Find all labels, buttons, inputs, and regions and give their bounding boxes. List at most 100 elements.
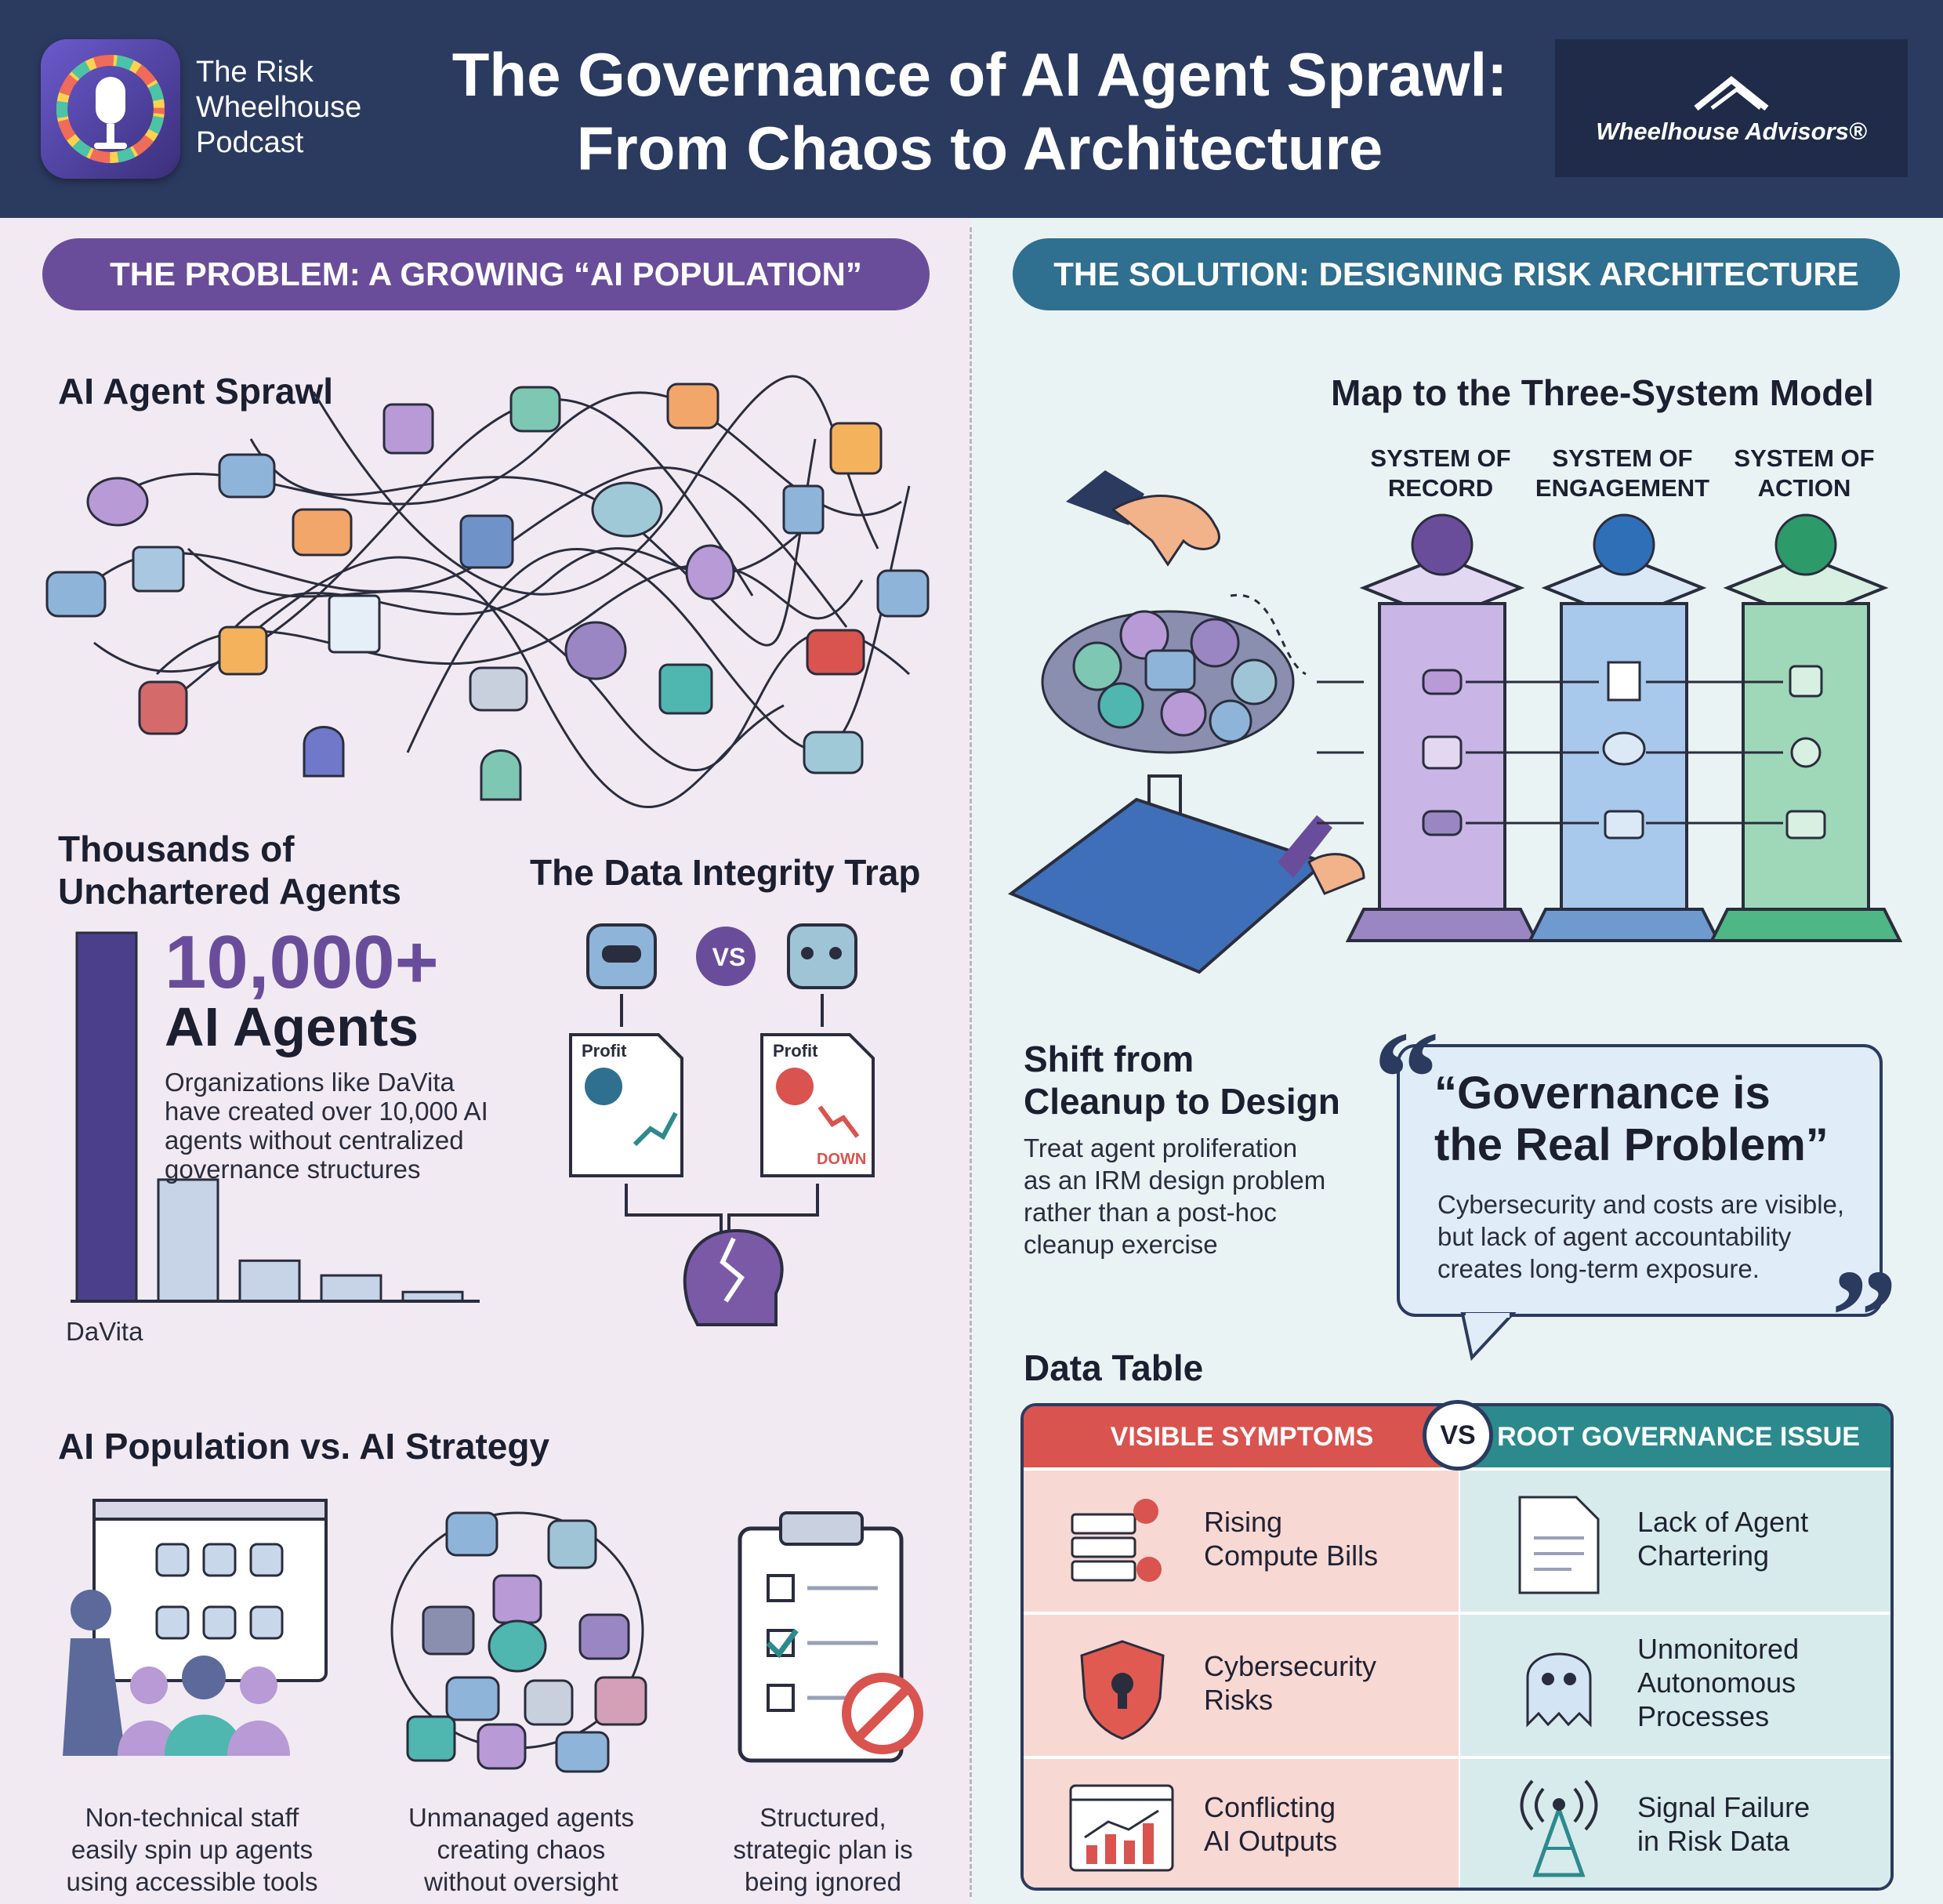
advisor-logo[interactable]: Wheelhouse Advisors®: [1555, 39, 1908, 177]
table-row: Rising Compute Bills: [1024, 1471, 1459, 1612]
symptom-text: Conflicting AI Outputs: [1204, 1790, 1337, 1858]
shield-lock-icon: [1080, 1640, 1165, 1740]
population-illustrations: [63, 1499, 923, 1773]
table-row: Conflicting AI Outputs: [1024, 1759, 1459, 1888]
table-title: Data Table: [1024, 1347, 1204, 1388]
profit-label: Profit: [582, 1041, 627, 1061]
robot-icon: [787, 923, 857, 989]
podcast-name: The Risk Wheelhouse Podcast: [196, 55, 361, 161]
cell-line: AI Outputs: [1204, 1825, 1338, 1857]
cell-line: Unmonitored: [1637, 1633, 1800, 1665]
solution-pill: THE SOLUTION: DESIGNING RISK ARCHITECTUR…: [1013, 238, 1900, 310]
chart-bar: [238, 1259, 301, 1303]
agent-chaos-icon: [390, 1511, 647, 1773]
desc-line: Organizations like DaVita: [165, 1068, 455, 1097]
system-label-line: RECORD: [1387, 474, 1494, 502]
caption-line: without oversight: [424, 1867, 618, 1896]
thousands-title-line: Thousands of: [58, 829, 295, 869]
system-label-line: SYSTEM OF: [1370, 444, 1511, 472]
pillar-record: [1345, 513, 1539, 942]
gear-icon: [1790, 737, 1822, 768]
chart-window-icon: [1069, 1784, 1174, 1872]
quote-close-icon: ”: [1831, 1242, 1898, 1390]
clipboard-checklist-icon: [738, 1511, 923, 1763]
page-title: The Governance of AI Agent Sprawl: From …: [376, 38, 1583, 185]
thousands-title: Thousands of Unchartered Agents: [58, 828, 401, 912]
integrity-title: The Data Integrity Trap: [530, 852, 921, 893]
system-record-label: SYSTEM OF RECORD: [1347, 444, 1535, 503]
quote-bubble: [1397, 1044, 1883, 1317]
running-person-icon: [1774, 513, 1837, 576]
bubble-tail: [1460, 1312, 1517, 1362]
shift-title-line: Cleanup to Design: [1024, 1081, 1340, 1122]
symptom-text: Rising Compute Bills: [1204, 1505, 1378, 1572]
chart-bar: [157, 1178, 219, 1303]
cell-line: in Risk Data: [1637, 1825, 1790, 1857]
system-label-line: ACTION: [1757, 474, 1851, 502]
desc-line: have created over 10,000 AI: [165, 1097, 488, 1126]
caption-non-technical: Non-technical staff easily spin up agent…: [55, 1801, 329, 1898]
broken-head-icon: [683, 1228, 784, 1326]
desc-line: agents without centralized: [165, 1126, 464, 1155]
caption-line: Unmanaged agents: [408, 1803, 635, 1832]
table-row: Cybersecurity Risks: [1024, 1615, 1459, 1756]
agent-count-label: AI Agents: [165, 996, 419, 1057]
system-engagement-label: SYSTEM OF ENGAGEMENT: [1528, 444, 1716, 503]
shift-description: Treat agent proliferation as an IRM desi…: [1024, 1132, 1325, 1260]
agents-bar-chart: [71, 931, 480, 1303]
profit-label: Profit: [773, 1041, 818, 1061]
document-icon: [1518, 1496, 1600, 1594]
thousands-title-line: Unchartered Agents: [58, 871, 401, 912]
caption-structured: Structured, strategic plan is being igno…: [698, 1801, 948, 1898]
table-row: Lack of Agent Chartering: [1460, 1471, 1890, 1612]
cell-line: Cybersecurity: [1204, 1650, 1377, 1682]
signal-tower-icon: [1520, 1779, 1598, 1877]
system-action-label: SYSTEM OF ACTION: [1710, 444, 1898, 503]
caption-line: Non-technical staff: [85, 1803, 299, 1832]
quote-title: “Governance is the Real Problem”: [1434, 1068, 1829, 1171]
root-issue-text: Signal Failure in Risk Data: [1637, 1790, 1810, 1858]
table-header-symptoms: VISIBLE SYMPTOMS: [1024, 1406, 1460, 1467]
down-label: DOWN: [817, 1151, 867, 1168]
shift-line: as an IRM design problem: [1024, 1166, 1326, 1195]
title-line: From Chaos to Architecture: [576, 114, 1383, 183]
quote-open-icon: “: [1373, 1004, 1440, 1151]
system-label-line: SYSTEM OF: [1552, 444, 1693, 472]
agent-pile-and-hand: [1041, 470, 1295, 754]
cell-line: Risks: [1204, 1684, 1273, 1716]
map-title: Map to the Three-System Model: [1331, 372, 1874, 413]
cell-line: Rising: [1204, 1506, 1283, 1538]
data-integrity-illustration: [569, 923, 875, 1326]
agent-sprawl-illustration: [45, 375, 930, 809]
pillar-action: [1709, 513, 1903, 942]
robot-icons: [45, 383, 930, 801]
chat-icon: [1593, 513, 1655, 576]
three-system-illustration: [1008, 470, 1903, 974]
quote-text: Cybersecurity and costs are visible, but…: [1437, 1190, 1845, 1283]
cell-line: Autonomous: [1637, 1666, 1796, 1699]
shift-line: cleanup exercise: [1024, 1230, 1218, 1259]
root-issue-text: Lack of Agent Chartering: [1637, 1505, 1808, 1572]
table-row: Unmonitored Autonomous Processes: [1460, 1615, 1890, 1756]
cell-line: Chartering: [1637, 1540, 1770, 1572]
podcast-name-line: Podcast: [196, 126, 304, 159]
system-label-line: ENGAGEMENT: [1535, 474, 1710, 502]
caption-line: Structured,: [759, 1803, 886, 1832]
shift-title: Shift from Cleanup to Design: [1024, 1038, 1340, 1122]
davita-bar-label: DaVita: [66, 1317, 143, 1346]
caption-unmanaged: Unmanaged agents creating chaos without …: [376, 1801, 666, 1898]
cell-line: Conflicting: [1204, 1791, 1336, 1823]
table-header-root-issue: ROOT GOVERNANCE ISSUE: [1460, 1406, 1890, 1467]
podcast-logo[interactable]: [41, 39, 180, 179]
database-icon: [1411, 513, 1474, 576]
agent-count: 10,000+: [165, 920, 439, 1004]
symptoms-table: VISIBLE SYMPTOMS ROOT GOVERNANCE ISSUE R…: [1020, 1403, 1894, 1891]
ghost-icon: [1526, 1652, 1592, 1728]
caption-line: strategic plan is: [733, 1835, 913, 1864]
blueprint-icon: [1008, 797, 1328, 974]
shift-line: rather than a post-hoc: [1024, 1198, 1277, 1227]
caption-line: using accessible tools: [66, 1867, 318, 1896]
chart-bar: [320, 1274, 382, 1303]
title-line: The Governance of AI Agent Sprawl:: [451, 40, 1508, 109]
microphone-wheel-icon: [56, 55, 165, 163]
